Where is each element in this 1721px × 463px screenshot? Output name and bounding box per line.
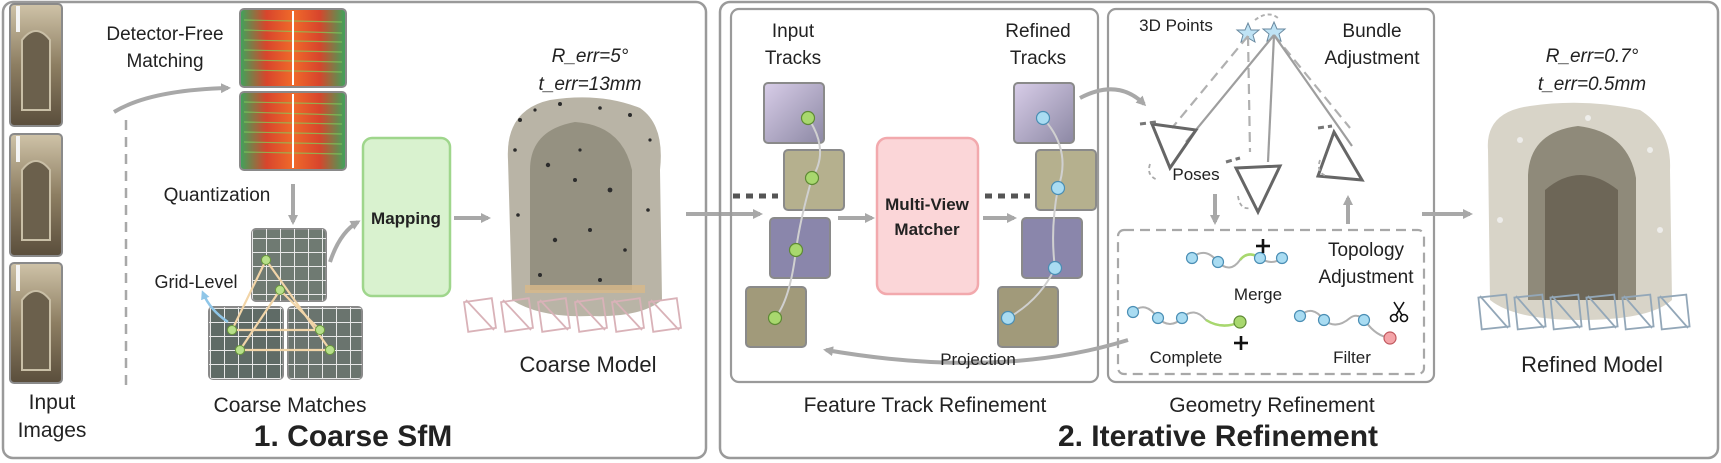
arrow-to-bundle xyxy=(1079,87,1147,107)
coarse-model-pointcloud xyxy=(507,97,662,317)
grid-level-label: Grid-Level xyxy=(154,272,237,292)
coarse-t-err: t_err=13mm xyxy=(539,74,642,95)
input-track-path xyxy=(774,117,822,319)
scissors-icon xyxy=(1389,301,1409,323)
plus-icon xyxy=(1234,336,1248,350)
bundle-adjustment-label: Adjustment xyxy=(1324,48,1420,69)
detector-free-label: Matching xyxy=(126,51,203,72)
multi-view-matcher-box xyxy=(875,136,980,296)
complete-track xyxy=(1126,305,1247,329)
coarse-r-err: R_err=5° xyxy=(552,46,629,67)
curved-arrow-top xyxy=(1254,13,1279,21)
plus-icon xyxy=(1256,239,1270,253)
bundle-adjustment-label: Bundle xyxy=(1342,21,1401,42)
coarse-matches-label: Coarse Matches xyxy=(214,394,367,417)
filter-track xyxy=(1293,309,1397,345)
input-tracks-label: Tracks xyxy=(765,48,821,69)
detector-free-label: Detector-Free xyxy=(106,24,223,45)
merge-track xyxy=(1185,251,1289,269)
arrow-to-matching xyxy=(112,83,231,114)
stage1-title: 1. Coarse SfM xyxy=(254,420,452,453)
iterative-refinement-panel xyxy=(718,0,1720,460)
refined-model-label: Refined Model xyxy=(1521,352,1663,377)
refined-model-pointcloud xyxy=(1487,102,1672,320)
coarse-match-points xyxy=(227,255,335,355)
projection-arrow xyxy=(823,338,1129,365)
camera-pose-icons xyxy=(1139,120,1365,216)
matcher-label: Matcher xyxy=(894,220,960,239)
input-tracks-label: Input xyxy=(772,21,815,42)
mapping-label: Mapping xyxy=(371,209,441,228)
coarse-model-label: Coarse Model xyxy=(520,352,657,377)
camera-frustums-coarse xyxy=(463,297,682,333)
matcher-label: Multi-View xyxy=(885,195,970,214)
filter-label: Filter xyxy=(1333,348,1371,367)
topology-adjustment-label: Adjustment xyxy=(1318,267,1414,288)
stage2-title: 2. Iterative Refinement xyxy=(1058,420,1378,453)
coarse-match-lines xyxy=(231,259,331,352)
refined-track-thumbnails xyxy=(997,82,1097,348)
arrow-to-mapping xyxy=(328,220,361,263)
grid-level-arrow xyxy=(201,290,229,324)
merge-label: Merge xyxy=(1234,285,1282,304)
refined-tracks-label: Refined xyxy=(1005,21,1071,42)
input-image-photo xyxy=(9,133,63,257)
match-heatmap-image xyxy=(239,8,347,88)
coarse-sfm-panel xyxy=(1,0,708,460)
mapping-box xyxy=(361,136,452,298)
input-image-photo xyxy=(9,262,63,384)
refined-track-points xyxy=(1000,110,1066,326)
match-heatmap-image xyxy=(239,91,347,171)
geometry-refinement-label: Geometry Refinement xyxy=(1169,394,1375,417)
ray-lines xyxy=(1171,34,1353,163)
refined-tracks-label: Tracks xyxy=(1010,48,1066,69)
feature-track-refinement-label: Feature Track Refinement xyxy=(804,394,1047,417)
feature-track-panel xyxy=(729,7,1100,384)
pose-motion-arrows xyxy=(1148,159,1327,210)
camera-frustums-refined xyxy=(1477,293,1691,331)
refined-r-err: R_err=0.7° xyxy=(1546,46,1639,67)
complete-label: Complete xyxy=(1150,348,1223,367)
input-images-label: Images xyxy=(18,419,87,442)
refined-track-path xyxy=(1007,117,1064,319)
input-image-photo xyxy=(9,3,63,127)
topology-adjustment-label: Topology xyxy=(1328,240,1405,261)
quantization-label: Quantization xyxy=(164,185,271,206)
projection-label: Projection xyxy=(940,350,1016,369)
input-images-label: Input xyxy=(29,391,76,414)
topology-adjustment-box xyxy=(1116,228,1426,376)
refined-t-err: t_err=0.5mm xyxy=(1538,74,1646,95)
input-track-points xyxy=(767,110,820,326)
geometry-panel xyxy=(1106,7,1436,384)
poses-label: Poses xyxy=(1172,165,1219,184)
grid-tile xyxy=(208,306,284,380)
3d-points-label: 3D Points xyxy=(1139,16,1213,35)
input-image-stack xyxy=(9,3,63,384)
input-track-thumbnails xyxy=(745,82,845,348)
grid-tile xyxy=(251,228,327,302)
